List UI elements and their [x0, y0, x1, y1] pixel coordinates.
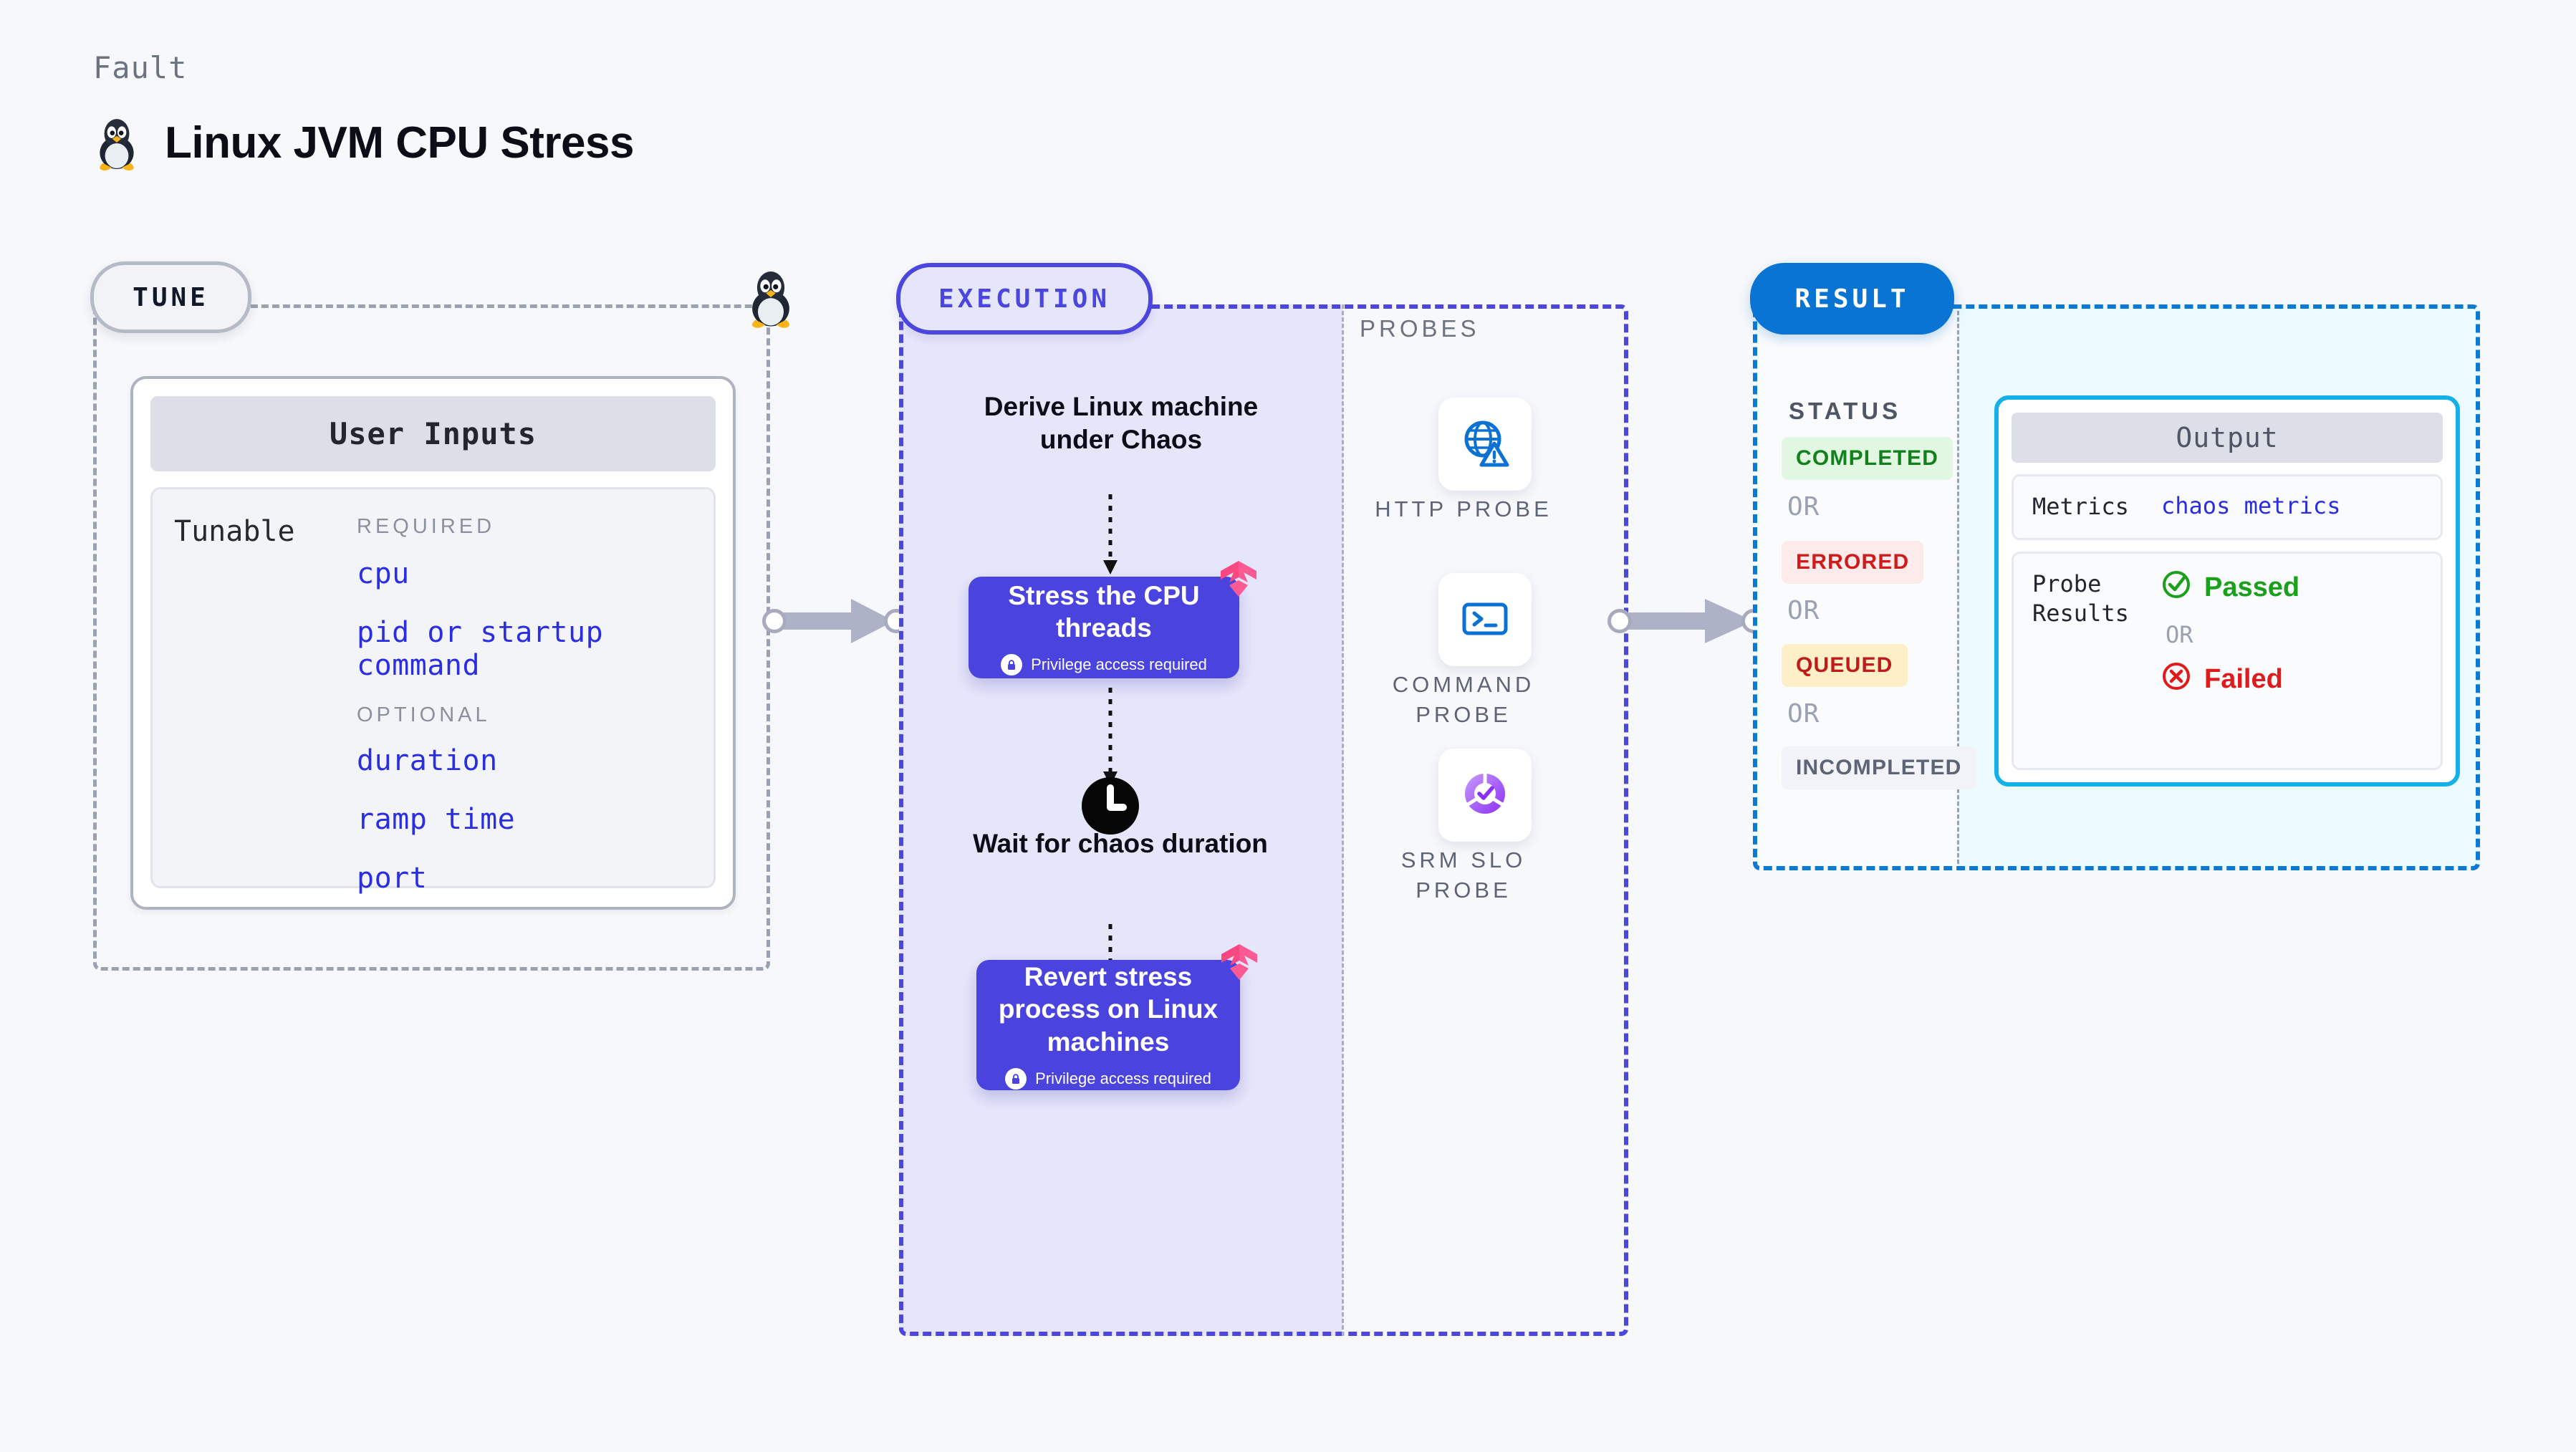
flow-node-stress-cpu-title: Stress the CPU threads — [1008, 580, 1200, 643]
harness-logo-icon — [1218, 558, 1259, 603]
privilege-note-label: Privilege access required — [1035, 1069, 1211, 1087]
result-panel-border — [1753, 304, 2480, 870]
status-badge-incompleted: INCOMPLETED — [1782, 746, 1976, 789]
tune-tag[interactable]: TUNE — [90, 261, 251, 333]
probe-result-passed: Passed — [2161, 569, 2299, 607]
connector-start-dot — [1607, 609, 1632, 633]
execution-panel-border — [899, 304, 1628, 1336]
connector-start-dot — [762, 609, 787, 633]
status-badge-completed: COMPLETED — [1782, 437, 1953, 480]
status-badge-errored: ERRORED — [1782, 541, 1924, 584]
result-tag[interactable]: RESULT — [1750, 263, 1954, 335]
user-inputs-card: User Inputs Tunable REQUIRED cpu pid or … — [130, 376, 736, 910]
tunable-item-pid[interactable]: pid or startup command — [357, 616, 604, 682]
flow-step-wait-label: Wait for chaos duration — [973, 829, 1268, 858]
output-header: Output — [2012, 413, 2443, 463]
page-title: Linux JVM CPU Stress — [165, 117, 634, 168]
tune-panel: TUNE User Inputs Tunable REQUIRED cpu pi… — [90, 261, 770, 971]
tune-linux-corner-icon — [745, 266, 797, 331]
privilege-note: Privilege access required — [1001, 654, 1207, 676]
probe-label-srm-slo: SRM SLO PROBE — [1400, 847, 1527, 903]
probe-label-http: HTTP PROBE — [1375, 496, 1552, 521]
probe-result-passed-label: Passed — [2204, 572, 2300, 603]
tune-panel-border — [93, 304, 770, 971]
tunable-label: Tunable — [174, 515, 295, 548]
x-circle-icon — [2161, 661, 2191, 698]
tunable-item-port[interactable]: port — [357, 862, 428, 895]
terminal-prompt-icon — [1458, 592, 1512, 648]
status-label: STATUS — [1789, 398, 1902, 424]
result-inner-divider — [1957, 304, 1959, 870]
clock-icon — [1080, 775, 1141, 840]
connector-tune-to-execution — [762, 589, 908, 656]
status-or-1: OR — [1787, 492, 1820, 521]
group-title-optional: OPTIONAL — [357, 703, 491, 726]
output-probe-results-key: Probe Results — [2032, 569, 2129, 628]
lock-icon — [1001, 654, 1023, 676]
output-probe-results-row: Probe Results Passed OR — [2012, 551, 2443, 770]
lock-icon — [1005, 1067, 1027, 1090]
probe-label-command: COMMAND PROBE — [1392, 672, 1535, 727]
probes-section-label: PROBES — [1360, 315, 1480, 342]
privilege-note-label: Privilege access required — [1031, 655, 1207, 674]
status-or-3: OR — [1787, 699, 1820, 729]
flow-step-derive-label: Derive Linux machine under Chaos — [984, 392, 1259, 455]
output-metrics-value[interactable]: chaos metrics — [2161, 492, 2341, 519]
flow-node-revert-stress[interactable]: Revert stress process on Linux machines … — [976, 944, 1257, 1090]
output-metrics-key: Metrics — [2032, 493, 2129, 520]
probes-column-divider — [1342, 304, 1344, 1336]
slo-check-donut-icon — [1458, 767, 1512, 823]
fault-title-row: Linux JVM CPU Stress — [93, 115, 634, 170]
probe-result-failed-label: Failed — [2204, 664, 2283, 695]
user-inputs-header: User Inputs — [150, 396, 716, 471]
globe-warning-icon — [1458, 416, 1512, 472]
connector-execution-to-result — [1607, 589, 1769, 656]
privilege-note-2: Privilege access required — [1005, 1067, 1211, 1090]
tunable-item-duration[interactable]: duration — [357, 744, 498, 777]
linux-tux-icon — [93, 115, 140, 170]
probe-tile-command[interactable] — [1438, 573, 1532, 666]
check-circle-icon — [2161, 569, 2191, 607]
fault-eyebrow-label: Fault — [93, 50, 188, 85]
probe-tile-http[interactable] — [1438, 398, 1532, 491]
output-probe-results-values: Passed OR Failed — [2161, 569, 2299, 698]
execution-tag[interactable]: EXECUTION — [896, 263, 1153, 335]
tunable-body: Tunable REQUIRED cpu pid or startup comm… — [150, 487, 716, 895]
probe-tile-srm-slo[interactable] — [1438, 749, 1532, 842]
tunable-item-cpu[interactable]: cpu — [357, 557, 410, 590]
flow-node-stress-cpu[interactable]: Stress the CPU threads Privilege access … — [969, 561, 1256, 678]
tunable-groups: REQUIRED cpu pid or startup command OPTI… — [357, 515, 692, 895]
probe-result-or: OR — [2166, 620, 2193, 648]
flow-arrow-1 — [1096, 494, 1125, 580]
group-title-required: REQUIRED — [357, 515, 496, 538]
probe-result-failed: Failed — [2161, 661, 2299, 698]
output-metrics-row: Metrics chaos metrics — [2012, 474, 2443, 540]
tunable-item-ramp-time[interactable]: ramp time — [357, 803, 516, 836]
flow-node-revert-stress-title: Revert stress process on Linux machines — [998, 962, 1219, 1057]
status-badge-queued: QUEUED — [1782, 644, 1908, 687]
harness-logo-icon — [1219, 941, 1260, 986]
output-card: Output Metrics chaos metrics Probe Resul… — [1994, 395, 2460, 787]
status-or-2: OR — [1787, 596, 1820, 625]
